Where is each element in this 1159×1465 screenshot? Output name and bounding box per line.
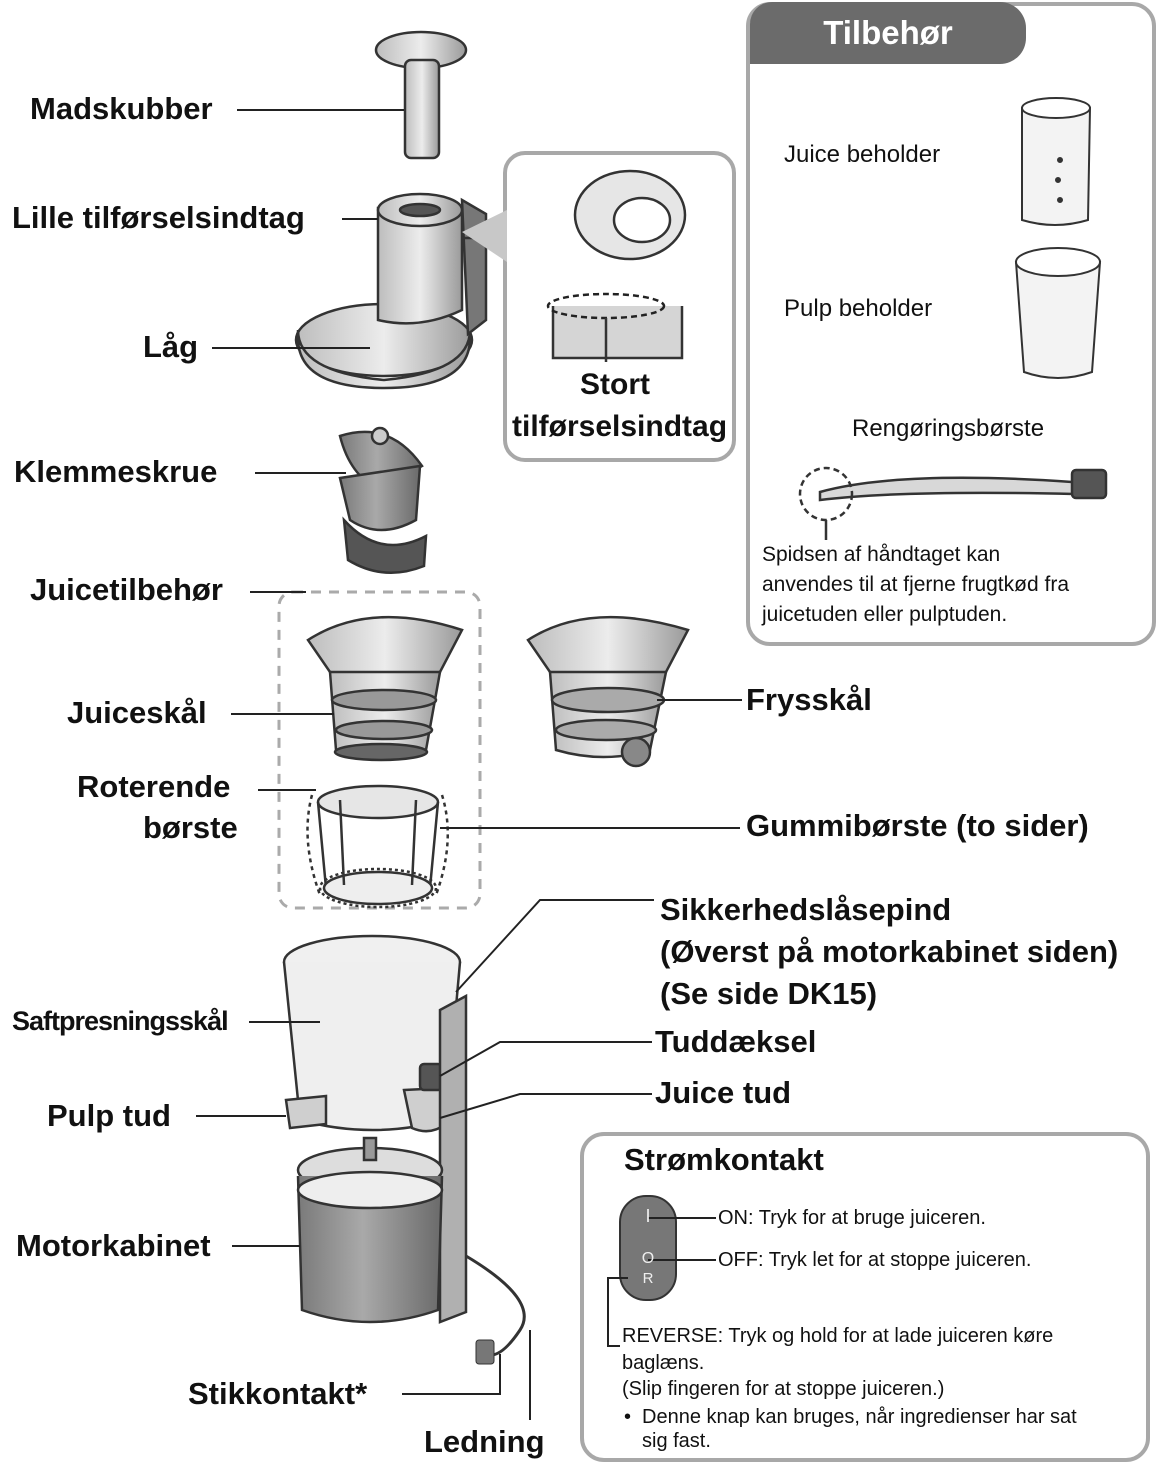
power-cord-illustration — [465, 1254, 526, 1357]
switch-off-text: OFF: Tryk let for at stoppe juiceren. — [718, 1249, 1032, 1271]
label-motor-base: Motorkabinet — [16, 1228, 211, 1263]
juice-bowl-illustration — [306, 615, 464, 762]
label-auger: Klemmeskrue — [14, 454, 218, 489]
rotating-brush-illustration — [306, 784, 449, 909]
switch-reverse-mark: R — [642, 1270, 654, 1287]
switch-note-bullet: • — [624, 1406, 632, 1428]
juice-container-illustration — [1021, 97, 1092, 226]
label-plug: Stikkontakt* — [188, 1376, 368, 1411]
label-power-cord: Ledning — [424, 1424, 545, 1459]
label-small-feed-chute: Lille tilførselsindtag — [12, 200, 305, 235]
auger-illustration — [338, 426, 428, 574]
food-pusher-illustration — [374, 30, 468, 160]
label-spout-cap: Tuddæksel — [655, 1024, 817, 1059]
label-large-feed-chute-line1: Stort — [580, 368, 650, 401]
frozen-bowl-illustration — [526, 615, 690, 768]
switch-note-line2: sig fast. — [642, 1430, 711, 1452]
power-switch-title: Strømkontakt — [624, 1142, 824, 1177]
label-safety-pin-line1: Sikkerhedslåsepind — [660, 892, 952, 927]
label-safety-pin-line2: (Øverst på motorkabinet siden) — [660, 934, 1119, 969]
label-juice-spout: Juice tud — [655, 1075, 792, 1110]
brush-note-line1: Spidsen af håndtaget kan — [762, 543, 1001, 566]
label-safety-pin-line3: (Se side DK15) — [660, 976, 878, 1011]
brush-note-line2: anvendes til at fjerne frugtkød fra — [762, 573, 1069, 596]
switch-illustration — [619, 1195, 677, 1301]
switch-reverse-line3: (Slip fingeren for at stoppe juiceren.) — [622, 1378, 945, 1400]
cleaning-brush-illustration — [798, 466, 1108, 540]
label-lid: Låg — [143, 329, 199, 364]
cleaning-brush-label: Rengøringsbørste — [852, 415, 1045, 442]
motor-base-illustration — [296, 993, 468, 1324]
switch-reverse-line1: REVERSE: Tryk og hold for at lade juicer… — [622, 1325, 1054, 1347]
label-food-pusher: Madskubber — [30, 91, 213, 126]
switch-off-mark: O — [641, 1250, 655, 1267]
label-large-feed-chute-line2: tilførselsindtag — [512, 410, 728, 443]
label-rubber-brush: Gummibørste (to sider) — [746, 808, 1089, 843]
label-juicing-drum: Saftpresningsskål — [12, 1006, 229, 1036]
juice-container-label: Juice beholder — [784, 141, 941, 168]
accessories-title: Tilbehør — [750, 2, 1026, 64]
label-rotating-brush-line2: børste — [143, 810, 238, 845]
label-pulp-spout: Pulp tud — [47, 1098, 171, 1133]
juicing-drum-illustration — [282, 934, 462, 1133]
label-juice-bowl: Juiceskål — [67, 695, 207, 730]
switch-reverse-line2: baglæns. — [622, 1352, 705, 1374]
brush-note-line3: juicetuden eller pulptuden. — [762, 603, 1008, 626]
label-juicing-set: Juicetilbehør — [30, 572, 223, 607]
switch-note-line1: Denne knap kan bruges, når ingredienser … — [642, 1406, 1077, 1428]
large-chute-illustration — [546, 169, 687, 362]
pulp-container-label: Pulp beholder — [784, 295, 933, 322]
label-rotating-brush-line1: Roterende — [77, 769, 231, 804]
switch-on-mark: I — [645, 1206, 651, 1226]
label-frozen-bowl: Frysskål — [746, 682, 872, 717]
pulp-container-illustration — [1014, 247, 1102, 379]
switch-on-text: ON: Tryk for at bruge juiceren. — [718, 1207, 986, 1229]
